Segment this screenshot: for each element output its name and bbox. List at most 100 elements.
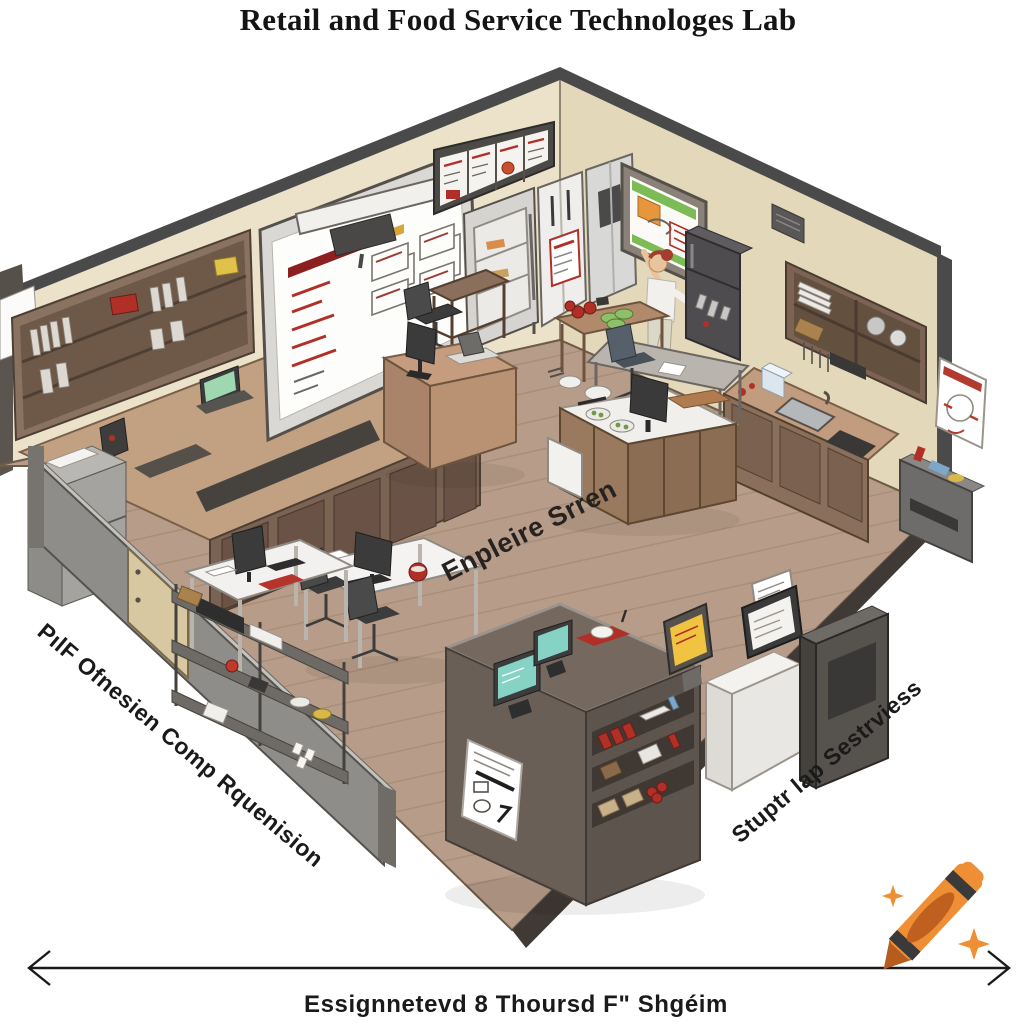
kiosk-yellow-terminal	[662, 602, 714, 692]
stored-paper	[249, 623, 283, 651]
left-shelving-hutch	[10, 228, 256, 442]
side-bin	[547, 436, 583, 500]
arrowhead-right-icon	[987, 950, 1011, 986]
paper-stack	[44, 447, 100, 469]
front-desk	[183, 525, 355, 672]
paper-towel-box	[760, 362, 794, 399]
stored-box	[176, 585, 204, 607]
camera	[247, 676, 269, 693]
front-area	[26, 445, 890, 915]
floor-bowls	[547, 367, 612, 401]
printer-slot	[910, 498, 958, 532]
front-desk-monitor	[231, 525, 267, 582]
checkout-counter	[442, 602, 704, 907]
apple	[225, 659, 239, 673]
red-box	[109, 293, 139, 316]
dimension-label: Essignnetevd 8 Thoursd F" Shgéim	[304, 991, 728, 1018]
right-wall-trim	[560, 67, 941, 259]
white-refrigerator	[536, 170, 588, 328]
binders	[29, 276, 188, 395]
safety-poster	[934, 356, 988, 450]
sink-counter	[722, 362, 900, 544]
ice-dispenser	[598, 184, 622, 228]
pizza-graphic	[501, 161, 515, 175]
note-paper	[204, 565, 238, 577]
salad-bowls	[585, 407, 635, 433]
warning-sign	[548, 228, 582, 288]
tan-box	[597, 798, 620, 818]
menu-board	[433, 120, 555, 216]
pot	[866, 316, 886, 336]
printer-machine	[898, 445, 986, 564]
right-wall-items	[722, 260, 988, 564]
counter-mat-bowl	[576, 609, 630, 646]
pos-terminal-1	[493, 647, 541, 719]
desk-mat	[134, 444, 212, 478]
hanging-tools	[803, 342, 829, 372]
hanging-utensils	[695, 293, 732, 327]
pos-terminal-2	[533, 619, 573, 678]
pen	[620, 609, 628, 623]
brown-carton	[599, 760, 623, 781]
dark-kiosk	[798, 605, 890, 790]
page-title: Retail and Food Service Technologes Lab	[240, 2, 797, 37]
counter-doors	[731, 403, 863, 523]
cooktop	[826, 430, 876, 458]
kiosk-panel	[828, 642, 876, 720]
kiosk-screen-terminal	[740, 568, 804, 660]
coffee-maker	[99, 417, 129, 461]
yellow-box	[213, 255, 239, 277]
glass-door-cooler	[462, 186, 540, 362]
black-refrigerator	[684, 225, 754, 362]
sparkle-icon	[957, 927, 991, 961]
white-box	[202, 701, 230, 724]
knife	[577, 396, 607, 406]
white-plate	[289, 696, 311, 708]
front-keyboard	[266, 558, 306, 571]
scale-device	[444, 331, 502, 365]
supply-shelf	[171, 584, 349, 785]
tray-stacks	[797, 281, 832, 316]
dimension-line	[27, 950, 1011, 986]
prep-island	[547, 373, 740, 526]
pot-2	[889, 329, 907, 347]
board-tray	[196, 420, 380, 512]
blue-cloth	[928, 460, 950, 476]
task-chair	[403, 281, 464, 354]
arrow-poster	[460, 738, 524, 842]
sparkle-icon	[881, 884, 905, 908]
yellow-plate	[948, 474, 964, 482]
kiosk-cabinet	[704, 651, 802, 792]
podium-monitor	[405, 321, 437, 380]
partition-post	[28, 446, 44, 548]
faucet	[823, 390, 831, 405]
shelf-tablet	[830, 352, 866, 380]
cups	[291, 741, 317, 770]
office-chair	[343, 575, 400, 662]
tan-box-2	[621, 788, 644, 808]
stored-keyboard	[196, 596, 244, 634]
center-furniture	[295, 268, 751, 684]
cutting-board	[666, 389, 732, 409]
right-wall-cabinet	[785, 260, 927, 405]
crayon-icon	[881, 861, 991, 970]
back-wall-items	[433, 120, 805, 362]
yellow-plate-2	[312, 708, 332, 720]
wall-speaker	[771, 203, 805, 244]
desk-paper	[657, 361, 687, 377]
blue-bottle	[667, 694, 680, 711]
product-shelves	[592, 688, 694, 828]
left-wall-trim	[0, 67, 560, 305]
island-monitor	[629, 373, 669, 432]
arrowhead-left-icon	[27, 950, 51, 986]
self-checkout-kiosks	[662, 568, 890, 792]
red-bottle	[913, 445, 926, 462]
red-packets	[597, 721, 637, 751]
brown-box	[793, 317, 825, 343]
white-carton	[637, 743, 663, 765]
red-pad	[258, 574, 304, 590]
partition-endcap	[378, 783, 396, 868]
red-crate	[646, 781, 668, 804]
